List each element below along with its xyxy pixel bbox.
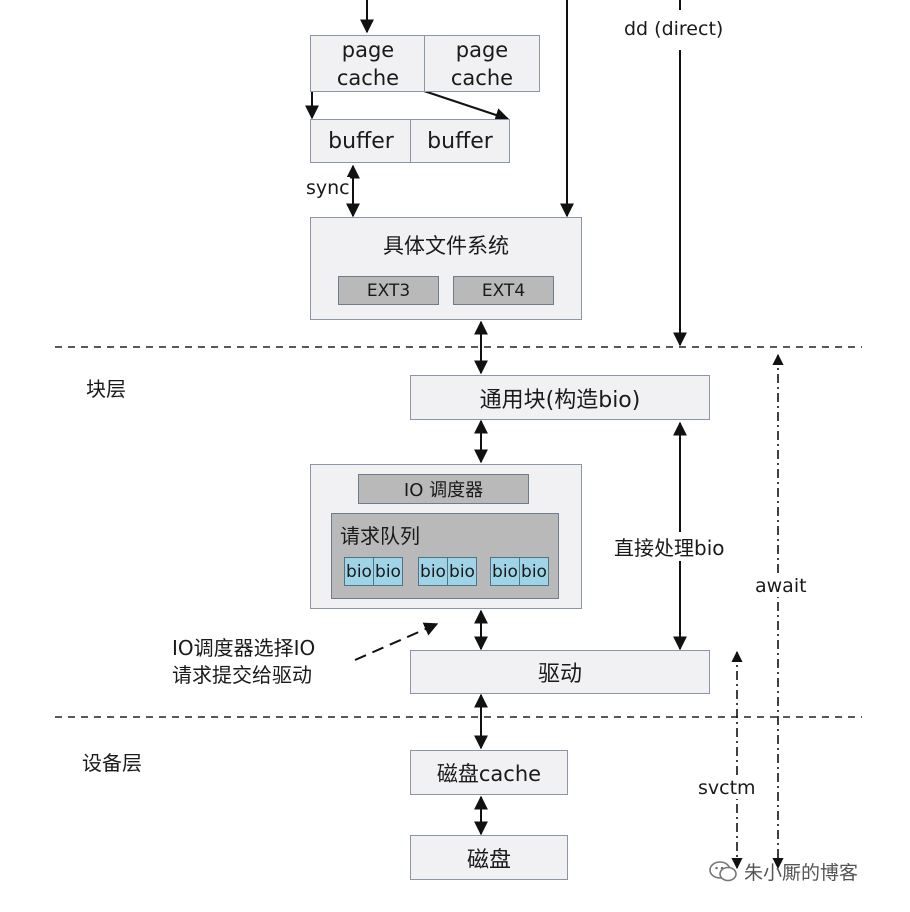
svctm-label: svctm	[698, 777, 756, 799]
buffer-box-2: buffer	[410, 119, 510, 163]
filesystem-title: 具体文件系统	[383, 234, 509, 258]
buffer-box-1: buffer	[310, 119, 412, 163]
watermark: 朱小厮的博客	[708, 858, 858, 885]
buffer-label-1: buffer	[328, 128, 394, 154]
scheduler-note-line-2: 请求提交给驱动	[172, 663, 312, 687]
request-queue-label: 请求队列	[340, 524, 420, 548]
page-cache-box-1: page cache	[310, 35, 426, 92]
page-cache-label-2: page cache	[450, 37, 514, 90]
sync-label: sync	[306, 177, 350, 199]
wechat-icon	[709, 860, 737, 881]
watermark-text: 朱小厮的博客	[744, 862, 859, 884]
scheduler-note-line-1: IO调度器选择IO	[172, 636, 316, 660]
bio-item: bio	[490, 557, 520, 586]
device-layer-label: 设备层	[82, 751, 142, 775]
driver-box: 驱动	[410, 650, 710, 694]
bio-item: bio	[447, 557, 477, 586]
direct-bio-label: 直接处理bio	[614, 532, 725, 561]
ext4-box: EXT4	[453, 276, 554, 305]
io-scheduler-label: IO 调度器	[403, 480, 484, 501]
arrow-scheduler-note	[354, 622, 439, 661]
disk-box: 磁盘	[410, 835, 568, 880]
disk-cache-box: 磁盘cache	[410, 750, 568, 795]
await-label: await	[755, 575, 807, 597]
io-scheduler-box: IO 调度器	[358, 474, 529, 504]
arrow-pagecache-buffer-2	[423, 90, 510, 122]
bio-item: bio	[373, 557, 403, 586]
bio-item: bio	[519, 557, 549, 586]
ext3-box: EXT3	[338, 276, 439, 305]
dd-direct-label: dd (direct)	[624, 18, 724, 40]
page-cache-label-1: page cache	[336, 37, 400, 90]
block-layer-label: 块层	[86, 377, 126, 401]
ext3-label: EXT3	[366, 280, 411, 301]
generic-block-label: 通用块(构造bio)	[479, 387, 641, 413]
ext4-label: EXT4	[481, 280, 526, 301]
disk-cache-label: 磁盘cache	[436, 761, 542, 786]
request-queue-box: 请求队列	[331, 513, 559, 599]
bio-item: bio	[344, 557, 374, 586]
driver-label: 驱动	[537, 662, 582, 687]
disk-label: 磁盘	[466, 847, 511, 873]
buffer-label-2: buffer	[427, 128, 493, 154]
page-cache-box-2: page cache	[424, 35, 540, 92]
generic-block-box: 通用块(构造bio)	[410, 375, 710, 420]
bio-item: bio	[418, 557, 448, 586]
